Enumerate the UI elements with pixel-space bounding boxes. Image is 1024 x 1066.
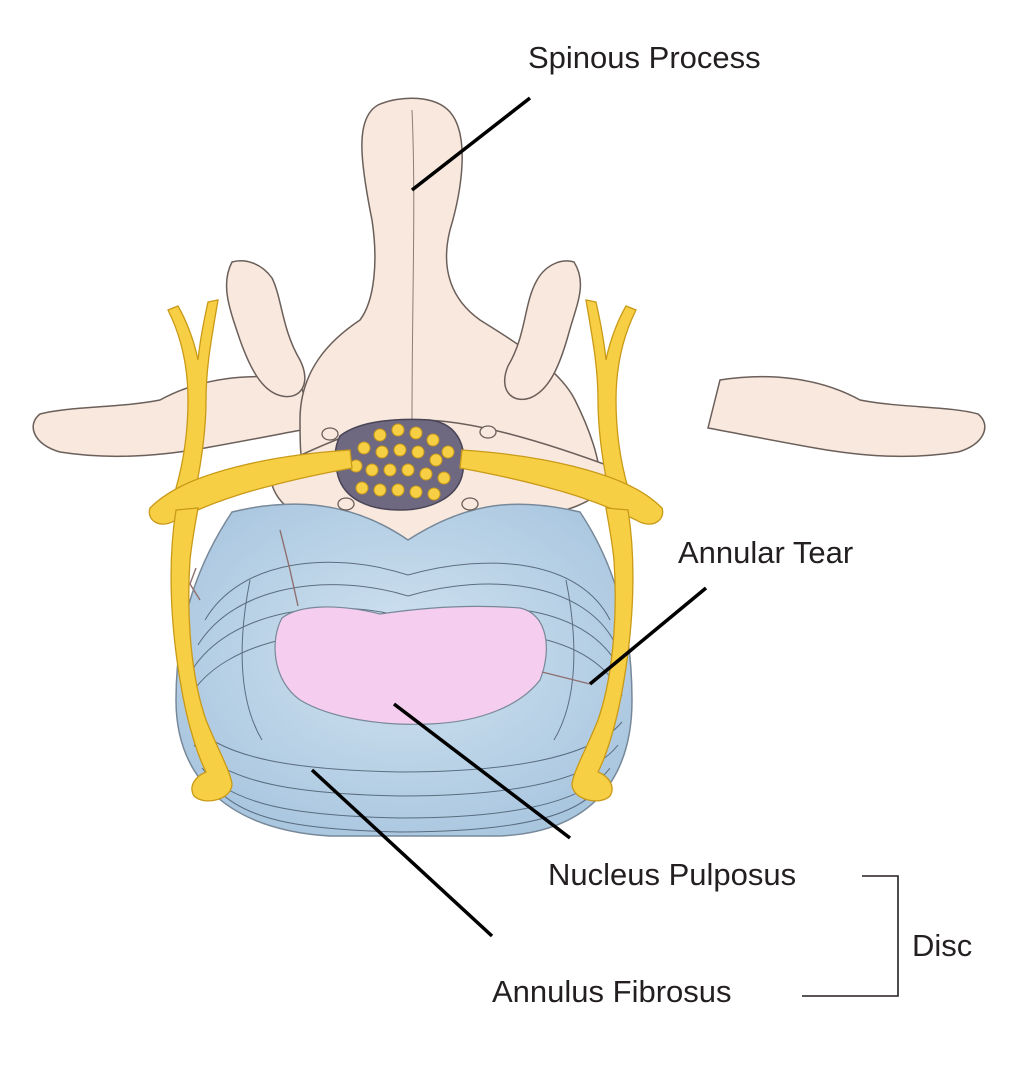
- transverse-process-right: [707, 375, 986, 458]
- leader-lines: [310, 96, 708, 938]
- disc-bracket: [802, 875, 899, 997]
- transverse-process-left: [32, 375, 313, 458]
- nucleus-pulposus-leader-line: [392, 702, 572, 840]
- nucleus-pulposus-label: Nucleus Pulposus: [548, 857, 797, 892]
- nerve-root-right: [459, 299, 664, 802]
- foramina: [321, 425, 497, 511]
- annulus-fibrosus-leader-line: [310, 768, 494, 938]
- nerve-root-left: [148, 299, 353, 802]
- spinous-process-leader-line: [410, 96, 532, 192]
- annular-tear: [189, 529, 591, 685]
- annular-tear-label: Annular Tear: [678, 535, 854, 570]
- disc-label: Disc: [912, 928, 973, 963]
- annulus-fibrosus-label: Annulus Fibrosus: [492, 974, 732, 1009]
- articular-process-right: [503, 260, 582, 401]
- articular-process-left: [225, 260, 306, 398]
- spinous-process-label: Spinous Process: [528, 40, 761, 75]
- annular-tear-leader-line: [588, 586, 708, 686]
- spinal-canal: [334, 418, 465, 511]
- nucleus-pulposus: [274, 605, 547, 725]
